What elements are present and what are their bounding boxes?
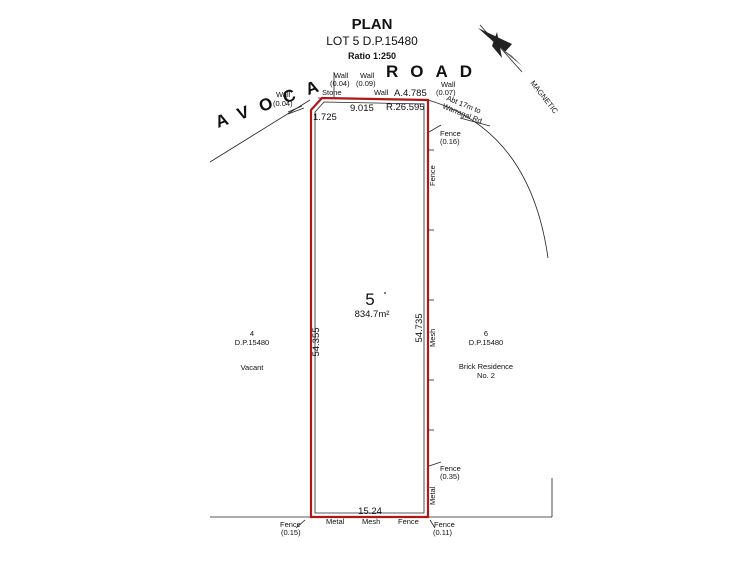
east-boundary-dimension: 54.735 — [414, 313, 425, 342]
neighbour-east-dp: D.P.15480 — [469, 338, 503, 347]
lot-number: 5 — [365, 290, 374, 309]
mesh-word-east: Mesh — [428, 329, 437, 347]
fence-label-rear-right: Fence — [434, 520, 455, 529]
frontage-dimension: 9.015 — [350, 103, 374, 114]
fence-label-low: Fence — [440, 464, 461, 473]
neighbour-east-status-line1: Brick Residence — [459, 362, 513, 371]
neighbour-west-status: Vacant — [241, 363, 265, 372]
metal-word-east: Metal — [428, 486, 437, 505]
mesh-label-rear: Mesh — [362, 517, 380, 526]
wall-offset-right: (0.07) — [436, 88, 456, 97]
plan-title: PLAN — [352, 16, 393, 33]
lot-5-inner-line — [314, 101, 425, 514]
fence-label-rear-left: Fence — [280, 520, 301, 529]
fence-offset-low: (0.35) — [440, 472, 460, 481]
lot-area: 834.7m² — [355, 309, 390, 320]
wall-offset-left: (0.04) — [273, 99, 293, 108]
magnetic-label: MAGNETIC — [528, 79, 560, 116]
arc-length-dimension: A.4.785 — [394, 88, 427, 99]
fence-label-rear-mid: Fence — [398, 517, 419, 526]
lot-5-boundary — [309, 96, 430, 519]
wall-label-word: Wall — [374, 88, 389, 97]
metal-label-rear: Metal — [326, 517, 345, 526]
wall-label-mid2: Wall — [360, 71, 375, 80]
fence-label-top: Fence — [440, 129, 461, 138]
plan-ratio: Ratio 1:250 — [348, 51, 396, 61]
neighbour-west-number: 4 — [250, 329, 254, 338]
east-fence-ticks — [428, 149, 434, 431]
fence-word-east: Fence — [428, 165, 437, 186]
lot-centre-dot — [384, 292, 386, 294]
road-boundary-arc — [317, 97, 549, 259]
abt-leader — [459, 117, 491, 127]
fence-offset-top: (0.16) — [440, 137, 460, 146]
plan-subtitle: LOT 5 D.P.15480 — [326, 34, 418, 48]
fence-offset-rear-right: (0.11) — [433, 528, 453, 537]
magnetic-north-arrow-icon — [478, 24, 523, 73]
wall-offset-mid2: (0.09) — [356, 79, 376, 88]
fence-leader-top — [428, 124, 442, 133]
wall-label-right: Wall — [441, 80, 456, 89]
neighbour-west-dp: D.P.15480 — [235, 338, 269, 347]
wall-offset-mid: (0.04) — [330, 79, 350, 88]
wall-label-left: Wall — [276, 90, 291, 99]
fence-leader-rear-left — [295, 519, 306, 529]
wall-segment — [287, 105, 303, 113]
rear-boundary-dimension: 15.24 — [358, 506, 382, 517]
stone-label: Stone — [322, 88, 342, 97]
road-name-road: ROAD — [386, 62, 484, 81]
road-boundary-west — [209, 99, 311, 163]
arc-radius-dimension: R.26.595 — [386, 102, 425, 113]
wall-segment — [287, 107, 305, 115]
wall-label-mid: Wall — [334, 71, 349, 80]
fence-leader-rear-right — [429, 519, 436, 529]
neighbour-east-status-line2: No. 2 — [477, 371, 495, 380]
fence-offset-rear-left: (0.15) — [281, 528, 301, 537]
fence-leader-low — [428, 461, 442, 467]
west-boundary-dimension: 54.355 — [311, 327, 322, 356]
neighbour-east-number: 6 — [484, 329, 488, 338]
chamfer-dimension: 1.725 — [313, 112, 337, 123]
